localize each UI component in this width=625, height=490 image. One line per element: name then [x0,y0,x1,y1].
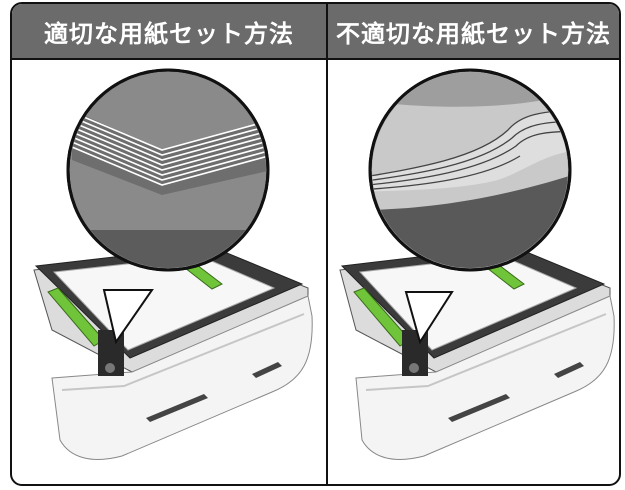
callout-pointer [102,289,154,345]
correct-panel-title: 適切な用紙セット方法 [12,4,326,60]
paper-tray [33,245,313,460]
incorrect-panel-title: 不適切な用紙セット方法 [328,4,619,60]
correct-loading-panel: 適切な用紙セット方法 [12,4,326,484]
correct-tray-illustration [33,68,313,460]
incorrect-tray-illustration [339,68,615,460]
magnified-curled-paper [368,68,572,272]
incorrect-loading-panel: 不適切な用紙セット方法 [326,4,619,484]
paper-tray [339,245,615,460]
magnified-paper-stack [66,68,270,272]
comparison-figure: 適切な用紙セット方法 [10,2,621,486]
callout-pointer [404,291,454,345]
